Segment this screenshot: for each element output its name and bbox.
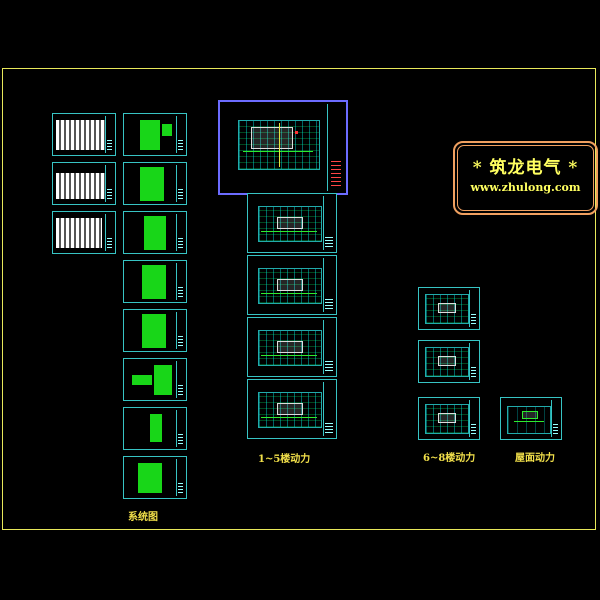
zhulong-logo: * 筑龙电气 * www.zhulong.com bbox=[453, 141, 598, 215]
logo-url: www.zhulong.com bbox=[470, 181, 581, 194]
upper-floor-power-sheet-2[interactable] bbox=[418, 340, 480, 383]
floor-power-sheet-4[interactable] bbox=[247, 379, 337, 439]
floor-power-sheet-3[interactable] bbox=[247, 317, 337, 377]
system-table-sheet-1[interactable] bbox=[52, 113, 116, 156]
system-diagram-sheet-2[interactable] bbox=[123, 162, 187, 205]
logo-title: * 筑龙电气 * bbox=[472, 158, 579, 178]
roof-power-sheet[interactable] bbox=[500, 397, 562, 440]
system-diagram-sheet-6[interactable] bbox=[123, 358, 187, 401]
drawing-frame bbox=[2, 68, 596, 530]
system-diagram-label: 系统图 bbox=[128, 512, 158, 523]
system-diagram-sheet-1[interactable] bbox=[123, 113, 187, 156]
floor-power-sheet-2[interactable] bbox=[247, 255, 337, 315]
upper-floor-power-sheet-3[interactable] bbox=[418, 397, 480, 440]
system-table-sheet-3[interactable] bbox=[52, 211, 116, 254]
system-table-sheet-2[interactable] bbox=[52, 162, 116, 205]
system-diagram-sheet-8[interactable] bbox=[123, 456, 187, 499]
floors-1-5-power-label: 1~5楼动力 bbox=[258, 454, 311, 465]
floor-power-sheet-1[interactable] bbox=[247, 193, 337, 253]
system-diagram-sheet-5[interactable] bbox=[123, 309, 187, 352]
upper-floor-power-sheet-1[interactable] bbox=[418, 287, 480, 330]
site-plan-sheet[interactable] bbox=[218, 100, 348, 195]
system-diagram-sheet-4[interactable] bbox=[123, 260, 187, 303]
system-diagram-sheet-3[interactable] bbox=[123, 211, 187, 254]
floors-6-8-power-label: 6~8楼动力 bbox=[423, 453, 476, 464]
system-diagram-sheet-7[interactable] bbox=[123, 407, 187, 450]
roof-power-label: 屋面动力 bbox=[515, 453, 555, 464]
